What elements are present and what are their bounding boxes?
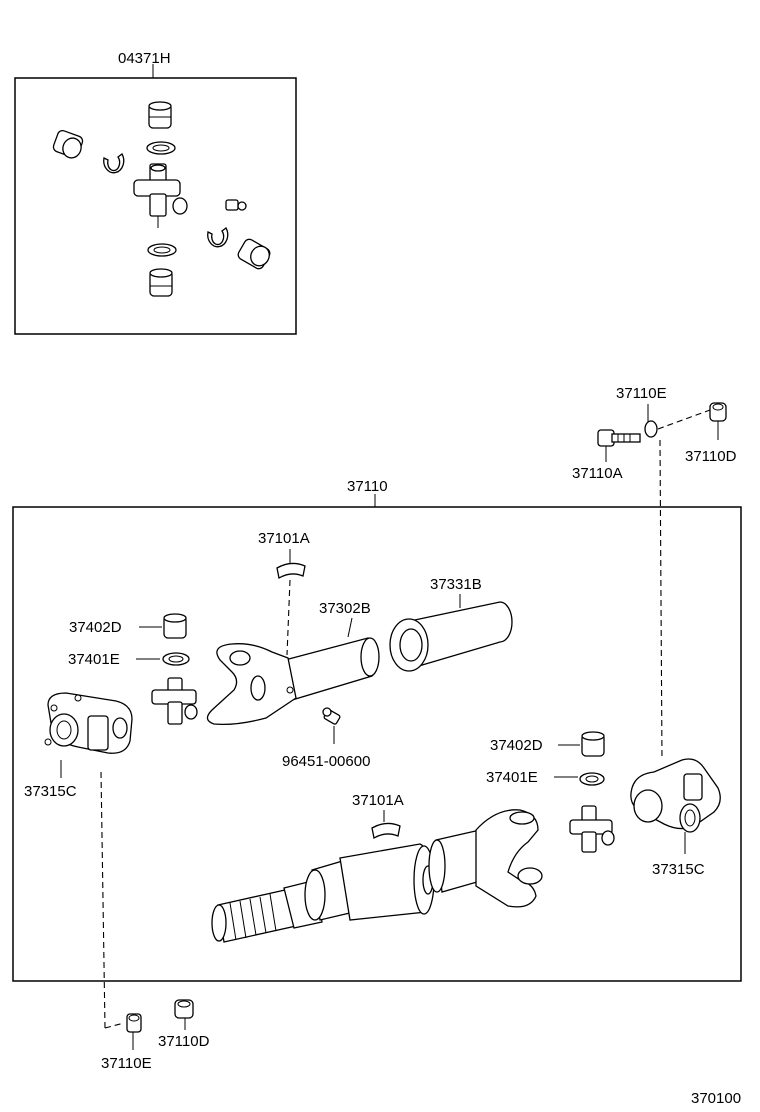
label-96451-00600: 96451-00600 [282,753,370,770]
snap-ring-right [207,227,229,248]
label-37331B: 37331B [430,576,482,593]
label-37101A-mid: 37101A [352,792,404,809]
snap-ring-37401E-right [579,772,605,786]
label-37315C-right: 37315C [652,861,705,878]
label-37315C-left: 37315C [24,783,77,800]
grease-fitting-96451 [322,707,341,725]
spider-left [151,677,198,725]
boot-37331B [389,601,513,672]
snap-ring-37401E-left [162,652,190,666]
label-37402D-left: 37402D [69,619,122,636]
grease-fitting [225,199,247,211]
kit-04371H-box [14,77,297,335]
flange-37315C-right [630,758,721,833]
label-37110E-top: 37110E [616,385,667,402]
snap-ring-left [103,153,125,174]
bearing-cup-top [148,101,172,129]
kit-04371H-group: 04371H [14,50,297,335]
bearing-cup-bottom [149,268,173,297]
label-37110D-top: 37110D [685,448,737,465]
label-37110E-bottom: 37110E [101,1055,152,1072]
spider-cross [133,163,188,228]
washer-37110E-bottom [126,1013,142,1033]
balance-weight-37101A-top [276,562,306,580]
bearing-cup-37402D-left [163,613,187,639]
nut-37110D-bottom [174,999,194,1019]
bolt-37110A [597,429,641,447]
balance-weight-37101A-mid [371,822,401,840]
label-37402D-right: 37402D [490,737,543,754]
bearing-cup-left [52,129,84,159]
main-shaft [211,809,543,943]
snap-ring-top [146,141,176,155]
label-37110A: 37110A [572,465,623,482]
washer-37110E-top [644,420,658,438]
yoke-tube-37302B [206,637,380,726]
label-37401E-left: 37401E [68,651,120,668]
frame-number: 370100 [691,1090,741,1107]
snap-ring-bottom [147,243,177,257]
flange-37315C-left [44,692,133,754]
label-37110: 37110 [347,478,388,495]
label-04371H: 04371H [118,50,171,67]
bearing-cup-37402D-right [581,731,605,757]
spider-right [569,805,615,853]
label-37110D-bottom: 37110D [158,1033,210,1050]
assembly-37110-box [12,506,742,982]
label-37401E-right: 37401E [486,769,538,786]
label-37101A-top: 37101A [258,530,310,547]
nut-37110D-top [709,402,727,422]
label-37302B: 37302B [319,600,371,617]
bearing-cup-right [237,238,271,270]
